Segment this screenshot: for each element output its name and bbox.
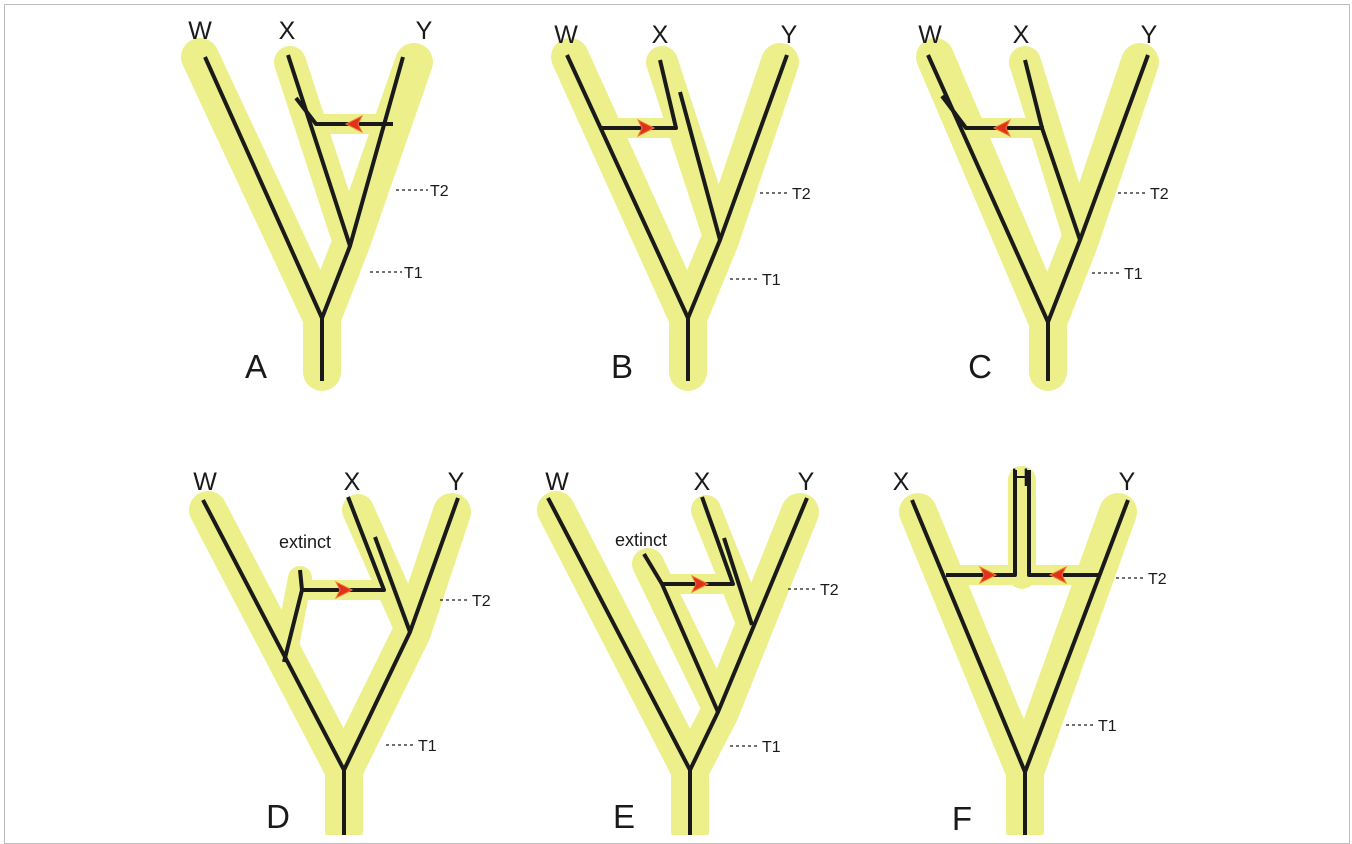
transfer-arrow (334, 580, 354, 600)
tip-label: W (545, 468, 569, 496)
tip-label: X (652, 21, 669, 49)
species-halo (537, 491, 819, 835)
time-label: T2 (430, 183, 449, 200)
time-label: T1 (1124, 266, 1143, 283)
time-label: T1 (1098, 718, 1117, 735)
time-label: T1 (762, 272, 781, 289)
time-label: T2 (820, 582, 839, 599)
time-label: T2 (1148, 571, 1167, 588)
time-label: T2 (472, 593, 491, 610)
tip-label: X (279, 17, 296, 45)
transfer-arrow (690, 574, 710, 594)
panel-letter: A (245, 348, 267, 385)
extinct-label: extinct (279, 532, 331, 552)
transfer-arrow (978, 565, 998, 585)
panel-letter: C (968, 348, 992, 385)
tip-label: W (188, 17, 212, 45)
time-label: T1 (762, 739, 781, 756)
tip-label: Y (798, 468, 815, 496)
tip-label: Y (416, 17, 433, 45)
gene-tree (565, 54, 789, 381)
time-label: T1 (418, 738, 437, 755)
tip-label: W (918, 21, 942, 49)
tip-label: Y (781, 21, 798, 49)
tip-label: X (893, 468, 910, 496)
gene-tree (910, 470, 1130, 835)
time-label: T2 (792, 186, 811, 203)
transfer-arrow (1048, 565, 1068, 585)
gene-tree (201, 496, 460, 835)
panel-a: W X Y T2 T1 A (181, 17, 449, 391)
transfer-arrow (344, 114, 364, 134)
tip-label: X (1013, 21, 1030, 49)
panel-b: W X Y T2 T1 B (551, 21, 811, 391)
species-halo (189, 491, 471, 835)
gene-tree (926, 54, 1150, 381)
species-halo (551, 38, 799, 391)
panel-letter: B (611, 348, 633, 385)
tip-label: Y (1141, 21, 1158, 49)
panel-f: X H Y T2 T1 F (893, 464, 1167, 835)
extinct-label: extinct (615, 530, 667, 550)
time-label: T2 (1150, 186, 1169, 203)
species-halo (181, 38, 433, 391)
tip-label: X (694, 468, 711, 496)
time-label: T1 (404, 265, 423, 282)
transfer-arrow (636, 118, 656, 138)
panel-letter: D (266, 798, 290, 835)
panel-letter: F (952, 800, 972, 835)
tip-label: X (344, 468, 361, 496)
tip-label: H (1011, 464, 1029, 492)
tip-label: Y (1119, 468, 1136, 496)
panel-c: W X Y T2 T1 C (916, 21, 1169, 391)
panel-e: extinct W X Y T2 T1 E (537, 468, 839, 835)
tip-label: Y (448, 468, 465, 496)
tip-label: W (193, 468, 217, 496)
transfer-arrow (992, 118, 1012, 138)
panel-letter: E (613, 798, 635, 835)
species-halo (899, 466, 1137, 835)
panel-d: extinct W X Y T2 T1 D (189, 468, 491, 835)
tip-label: W (554, 21, 578, 49)
gene-tree (203, 54, 405, 381)
gene-tree (546, 496, 809, 835)
